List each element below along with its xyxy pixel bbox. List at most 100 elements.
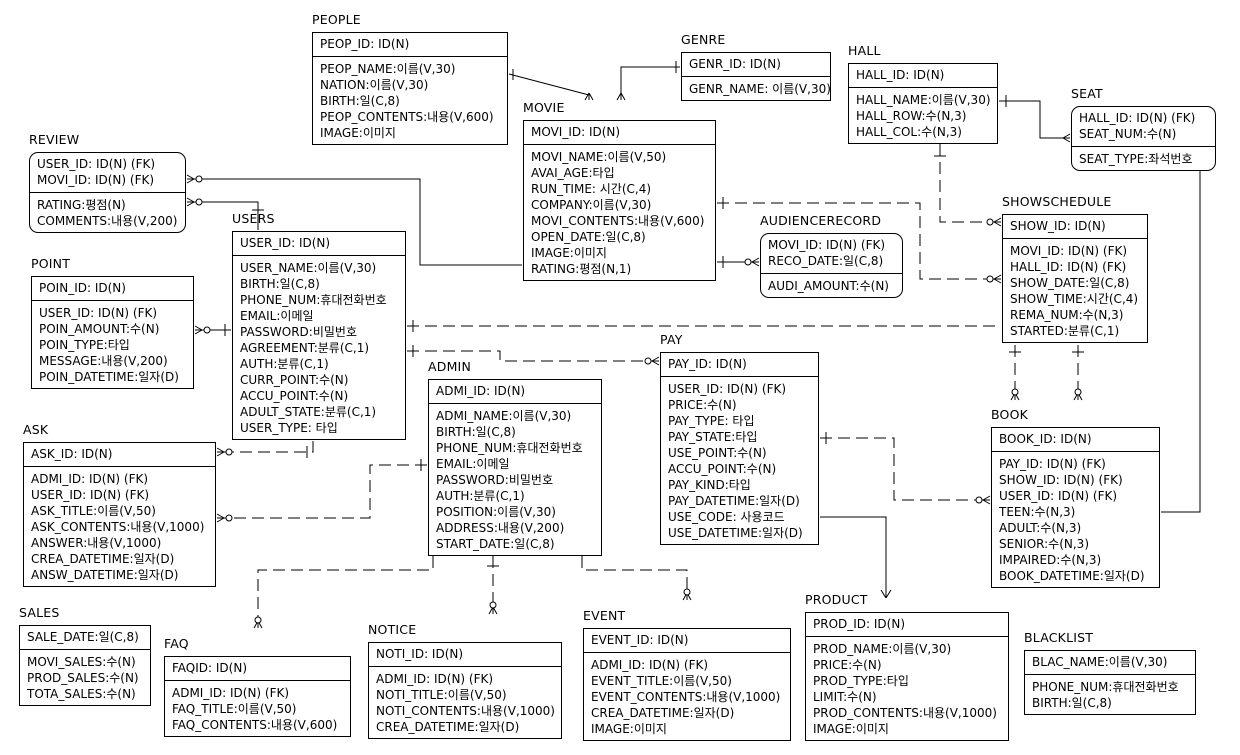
attribute: PROD_TYPE:타입 (813, 674, 909, 688)
attribute: EVENT_TITLE:이름(V,50) (591, 674, 732, 688)
attribute: PRICE:수(N) (813, 658, 882, 672)
attribute: USE_DATETIME:일자(D) (668, 526, 803, 540)
attribute-section: AUDI_AMOUNT:수(N) (761, 274, 902, 297)
attribute: PHONE_NUM:휴대전화번호 (1032, 680, 1179, 694)
attribute: IMAGE:이미지 (813, 722, 889, 736)
entity-box: PAY_ID: ID(N)USER_ID: ID(N) (FK)PRICE:수(… (660, 352, 819, 545)
optional-mark (986, 218, 994, 226)
key-attribute: NOTI_ID: ID(N) (376, 647, 464, 661)
cardinality-mark (216, 451, 225, 457)
attribute: RATING:평점(N) (37, 198, 126, 212)
optional-mark (683, 588, 691, 596)
attribute: POSITION:이름(V,30) (436, 505, 556, 519)
entity-box: HALL_ID: ID(N) (FK) SEAT_NUM:수(N) SEAT_TYP… (1071, 106, 1216, 171)
attribute: BIRTH:일(C,8) (240, 277, 320, 291)
key-attribute: HALL_ID: ID(N) (FK) (1079, 111, 1196, 125)
entity-sales[interactable]: SALES SALE_DATE:일(C,8)MOVI_SALES:수(N)PROD… (19, 605, 151, 706)
attribute: ASK_TITLE:이름(V,50) (31, 504, 156, 518)
attribute: ADDRESS:내용(V,200) (436, 521, 565, 535)
attribute: CREA_DATETIME:일자(D) (591, 706, 735, 720)
attribute: MOVI_SALES:수(N) (27, 655, 136, 669)
cardinality-mark (616, 92, 622, 101)
entity-title: PRODUCT (805, 592, 868, 607)
attribute: COMPANY:이름(V,30) (531, 198, 652, 212)
attribute-section: PROD_NAME:이름(V,30)PRICE:수(N)PROD_TYPE:타입… (806, 637, 1008, 740)
optional-mark (1074, 388, 1082, 396)
attribute: ACCU_POINT:수(N) (240, 389, 349, 403)
key-attribute: PEOP_ID: ID(N) (320, 37, 410, 51)
attribute: EMAIL:이메일 (240, 309, 314, 323)
key-attribute: POIN_ID: ID(N) (39, 281, 126, 295)
attribute: USE_CODE: 사용코드 (668, 510, 785, 524)
attribute-section: PAY_ID: ID(N) (FK)SHOW_ID: ID(N) (FK)USE… (992, 452, 1159, 587)
entity-title: SALES (19, 605, 60, 620)
entity-box: ASK_ID: ID(N)ADMI_ID: ID(N) (FK)USER_ID:… (23, 442, 216, 587)
cardinality-mark (751, 257, 760, 263)
key-attribute: GENR_ID: ID(N) (689, 57, 781, 71)
attribute: SHOW_DATE:일(C,8) (1010, 276, 1130, 290)
entity-box: MOVI_ID: ID(N)MOVI_NAME:이름(V,50)AVAI_AGE… (523, 120, 716, 281)
attribute: SHOW_ID: ID(N) (FK) (999, 473, 1123, 487)
attribute: ACCU_POINT:수(N) (668, 462, 777, 476)
optional-mark (203, 326, 211, 334)
attribute: MOVI_CONTENTS:내용(V,600) (531, 214, 705, 228)
optional-mark (986, 275, 994, 283)
cardinality-mark (216, 517, 225, 523)
attribute: PRICE:수(N) (668, 398, 737, 412)
primary-key-section: FAQID: ID(N) (165, 657, 350, 681)
entity-title: PAY (660, 332, 683, 347)
key-attribute: MOVI_ID: ID(N) (FK) (768, 238, 886, 252)
key-attribute: SEAT_NUM:수(N) (1079, 127, 1177, 141)
attribute-section: ADMI_NAME:이름(V,30)BIRTH:일(C,8)PHONE_NUM:… (429, 404, 601, 555)
attribute-section: HALL_NAME:이름(V,30)HALL_ROW:수(N,3)HALL_CO… (849, 88, 997, 143)
key-attribute: USER_ID: ID(N) (240, 236, 331, 250)
entity-title: POINT (31, 256, 71, 271)
key-attribute: PROD_ID: ID(N) (813, 617, 906, 631)
attribute: HALL_NAME:이름(V,30) (856, 93, 991, 107)
attribute: REMA_NUM:수(N,3) (1010, 308, 1124, 322)
attribute: MESSAGE:내용(V,200) (39, 354, 168, 368)
entity-pay[interactable]: PAY PAY_ID: ID(N)USER_ID: ID(N) (FK)PRICE… (660, 332, 819, 545)
attribute: CURR_POINT:수(N) (240, 373, 349, 387)
optional-mark (195, 198, 203, 206)
attribute-section: PEOP_NAME:이름(V,30)NATION:이름(V,30)BIRTH:일… (313, 57, 507, 144)
cardinality-mark (194, 325, 203, 331)
attribute: ADULT_STATE:분류(C,1) (240, 405, 377, 419)
cardinality-mark (620, 92, 626, 101)
entity-title: MOVIE (523, 100, 565, 115)
entity-box: BOOK_ID: ID(N)PAY_ID: ID(N) (FK)SHOW_ID:… (991, 427, 1160, 588)
optional-mark (195, 175, 203, 183)
primary-key-section: POIN_ID: ID(N) (32, 277, 193, 301)
cardinality-mark (982, 495, 991, 501)
attribute: AUTH:분류(C,1) (240, 357, 329, 371)
attribute: TOTA_SALES:수(N) (27, 687, 136, 701)
key-attribute: HALL_ID: ID(N) (856, 68, 945, 82)
attribute: PAY_TYPE: 타입 (668, 414, 755, 428)
attribute: USER_TYPE: 타입 (240, 421, 338, 435)
attribute: EMAIL:이메일 (436, 457, 510, 471)
attribute-section: SEAT_TYPE:좌석번호 (1072, 147, 1215, 170)
entity-movie[interactable]: MOVIE MOVI_ID: ID(N)MOVI_NAME:이름(V,50)AVA… (523, 100, 716, 281)
entity-box: SALE_DATE:일(C,8)MOVI_SALES:수(N)PROD_SALE… (19, 625, 151, 706)
key-attribute: SHOW_ID: ID(N) (1010, 219, 1106, 233)
entity-title: SHOWSCHEDULE (1002, 194, 1112, 209)
